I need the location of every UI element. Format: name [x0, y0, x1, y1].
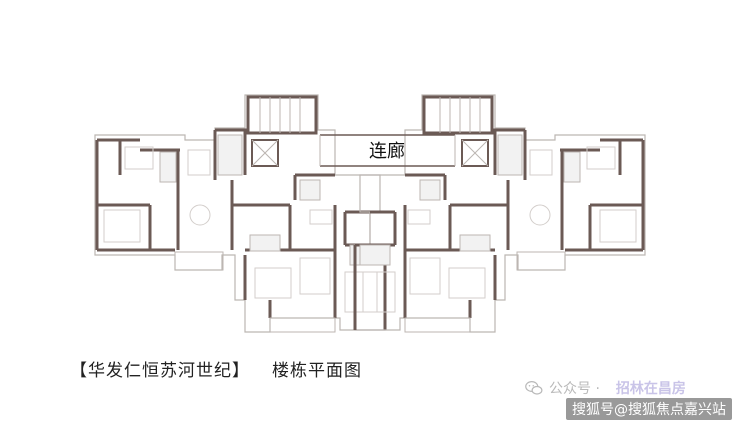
account-name: 招林在昌房	[615, 381, 686, 397]
corridor-label: 连廊	[369, 141, 405, 162]
left-building-plan	[94, 94, 387, 333]
account-watermark: 公众号 · 招林在昌房	[525, 378, 686, 398]
caption-subtitle: 楼栋平面图	[272, 361, 362, 381]
right-building-plan	[353, 94, 646, 333]
account-prefix: 公众号 ·	[549, 381, 600, 397]
corridor: 连廊	[319, 134, 456, 167]
floor-plan-drawing: 连廊	[94, 94, 646, 333]
caption-title: 【华发仁恒苏河世纪】	[70, 361, 250, 381]
wechat-icon	[525, 381, 543, 395]
plan-caption: 【华发仁恒苏河世纪】 楼栋平面图	[70, 356, 362, 381]
sohu-watermark: 搜狐号@搜狐焦点嘉兴站	[566, 398, 732, 420]
